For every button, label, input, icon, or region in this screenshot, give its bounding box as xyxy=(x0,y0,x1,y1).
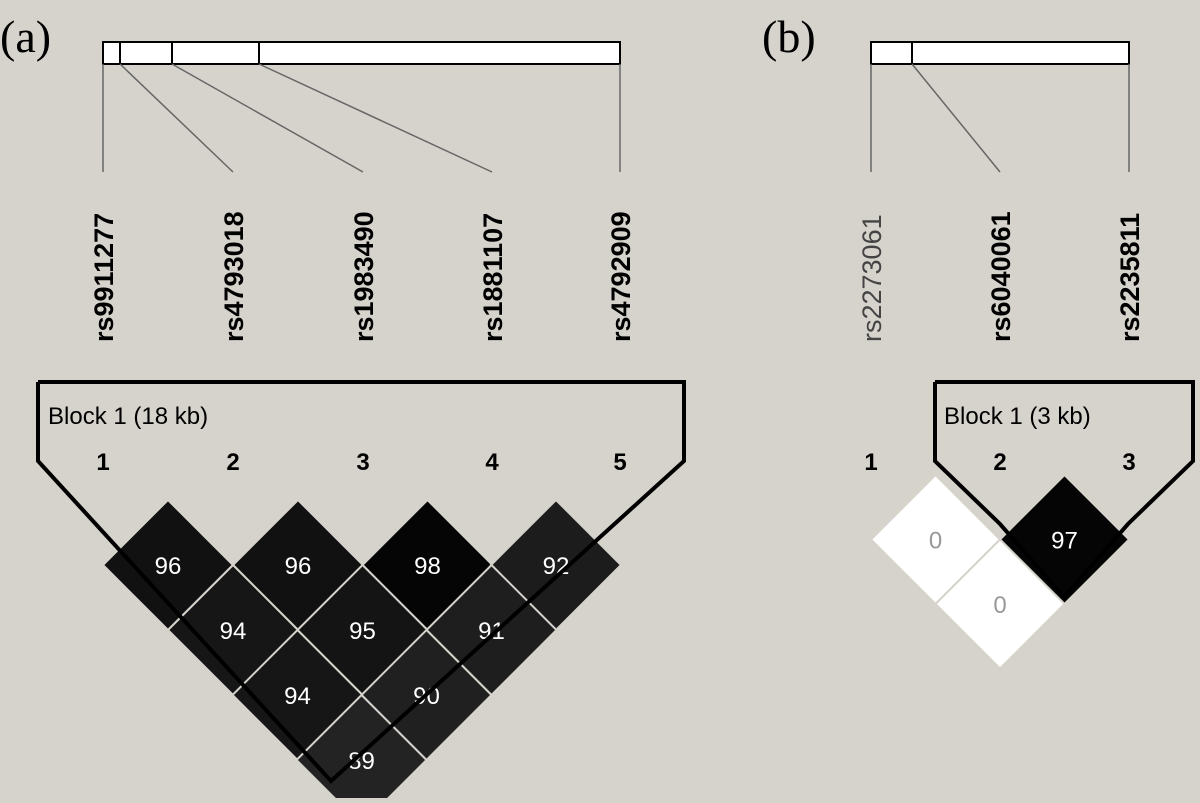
ld-cell-value: 0 xyxy=(929,528,942,555)
ld-cell xyxy=(934,538,1066,670)
marker-index: 3 xyxy=(1122,449,1135,476)
marker-index: 2 xyxy=(993,449,1006,476)
panel-label: (b) xyxy=(762,11,816,62)
marker-leader-line xyxy=(171,63,364,173)
marker-leader-line xyxy=(911,63,1001,173)
marker-index: 1 xyxy=(864,449,877,476)
haplotype-block-outline xyxy=(933,380,1195,601)
ld-cell-value: 91 xyxy=(478,618,505,645)
panel-b: (b) rs2273061 rs6040061 rs2235811 0 97 0 Block … xyxy=(762,11,1195,670)
haplotype-block-outline xyxy=(36,380,686,784)
ld-cell-value: 96 xyxy=(155,553,182,580)
marker-leader-line xyxy=(258,63,493,173)
snp-label: rs4793018 xyxy=(219,211,249,342)
ld-cell-value: 98 xyxy=(414,553,441,580)
ld-cell-value: 94 xyxy=(284,683,311,710)
marker-position-bar xyxy=(870,41,1130,65)
marker-index: 3 xyxy=(356,449,369,476)
ld-cell-value: 0 xyxy=(993,592,1006,619)
marker-position-bar xyxy=(102,41,621,65)
marker-index: 1 xyxy=(96,449,109,476)
snp-label: rs1983490 xyxy=(349,211,379,342)
snp-label: rs6040061 xyxy=(986,211,1016,342)
ld-cell-value: 96 xyxy=(285,553,312,580)
marker-index: 5 xyxy=(613,449,626,476)
haplotype-block-label: Block 1 (18 kb) xyxy=(48,403,208,430)
marker-leader-line xyxy=(119,63,234,173)
marker-index: 2 xyxy=(226,449,239,476)
ld-cell-value: 94 xyxy=(220,618,247,645)
snp-label: rs4792909 xyxy=(606,211,636,342)
panel-a: (a) rs9911277 rs4793018 rs1983490 rs1881107 r… xyxy=(0,11,686,803)
marker-index: 4 xyxy=(485,449,499,476)
snp-label: rs2273061 xyxy=(857,214,887,342)
snp-label: rs2235811 xyxy=(1115,213,1145,342)
haplotype-block-label: Block 1 (3 kb) xyxy=(944,403,1091,430)
snp-label: rs9911277 xyxy=(89,213,119,342)
snp-label: rs1881107 xyxy=(478,213,508,342)
ld-cell-value: 97 xyxy=(1051,528,1078,555)
panel-label: (a) xyxy=(0,11,51,62)
ld-cell-value: 95 xyxy=(349,618,376,645)
